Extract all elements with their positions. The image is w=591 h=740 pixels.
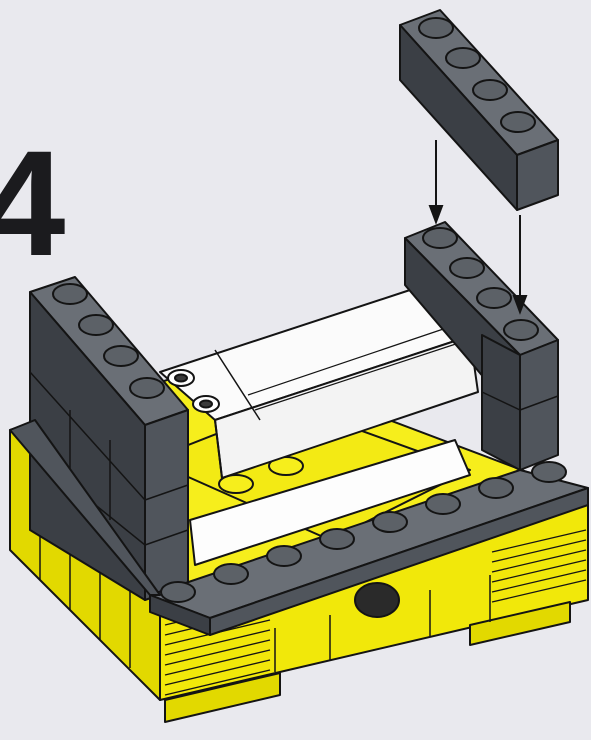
down-arrow-icon (514, 215, 526, 312)
falling-dark-brick (400, 10, 558, 210)
down-arrow-icon (430, 140, 442, 222)
